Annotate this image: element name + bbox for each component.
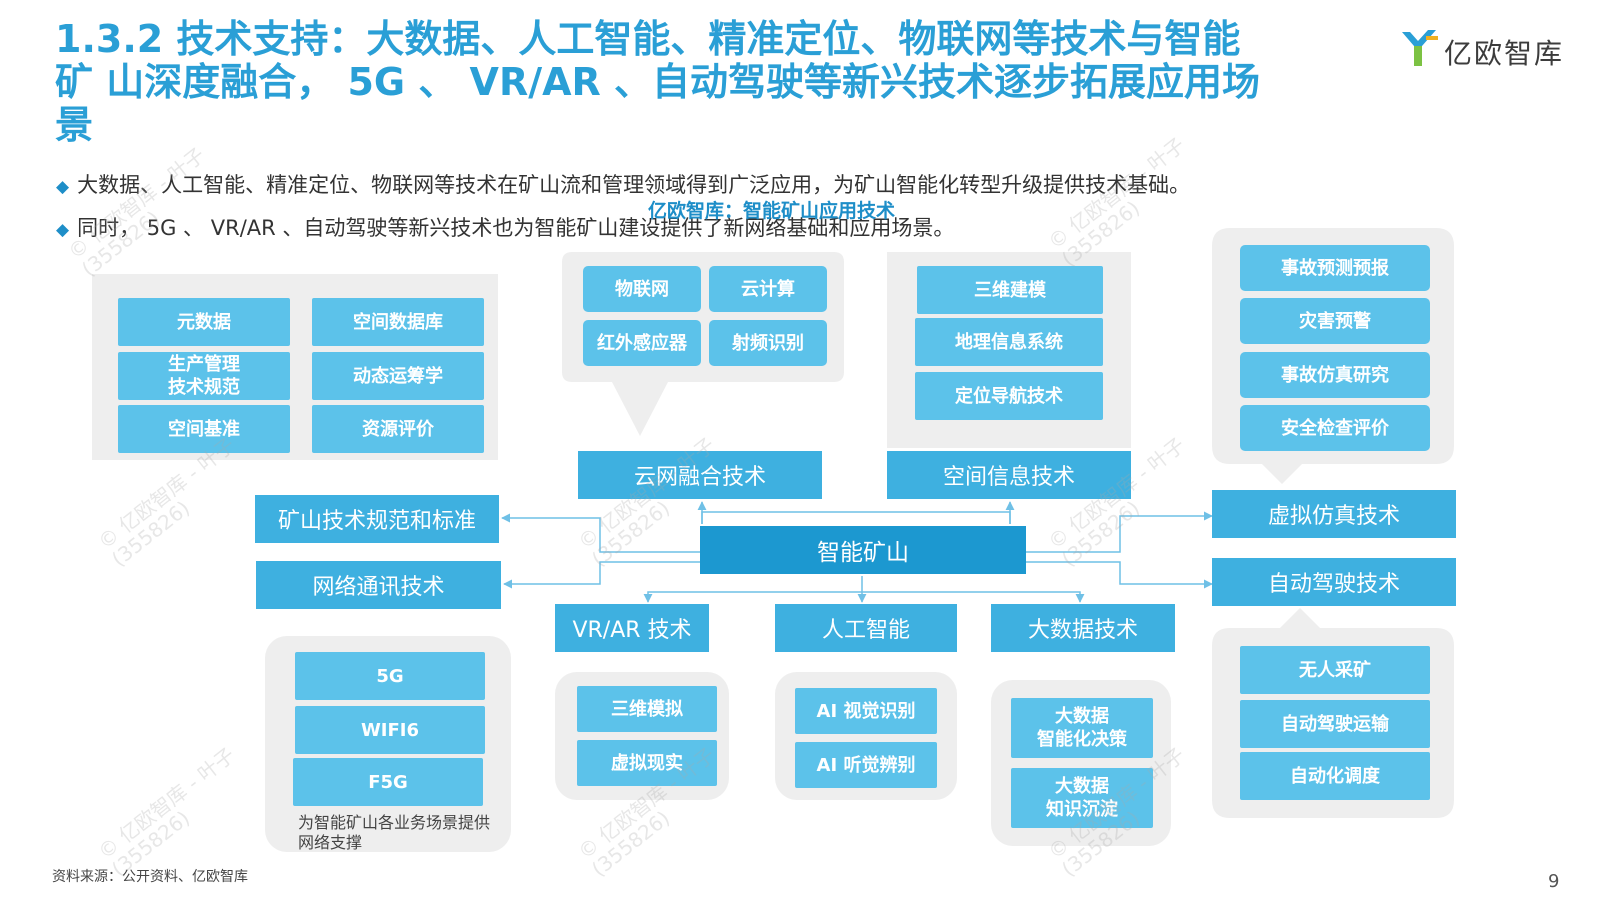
standards-node: 矿山技术规范和标准: [255, 495, 499, 543]
detail-iot: 物联网: [583, 266, 701, 312]
detail-f5g: F5G: [293, 758, 483, 806]
detail-autonomous-transport: 自动驾驶运输: [1240, 700, 1430, 748]
detail-resource-evaluation: 资源评价: [312, 405, 484, 453]
detail-automated-dispatch: 自动化调度: [1240, 752, 1430, 800]
detail-accident-simulation: 事故仿真研究: [1240, 352, 1430, 398]
ai-node: 人工智能: [775, 604, 957, 652]
logo-text: 亿欧智库: [1444, 37, 1565, 70]
detail-safety-inspection: 安全检查评价: [1240, 405, 1430, 451]
network-comm-node: 网络通讯技术: [256, 561, 501, 609]
logo-mark-icon: [1402, 30, 1438, 66]
detail-virtual-reality: 虚拟现实: [577, 740, 717, 786]
detail-cloud-computing: 云计算: [709, 266, 827, 312]
detail-ai-vision: AI 视觉识别: [795, 688, 937, 734]
detail-5g: 5G: [295, 652, 485, 700]
cloud-network-node: 云网融合技术: [578, 451, 822, 499]
detail-disaster-warning: 灾害预警: [1240, 298, 1430, 344]
detail-spatial-database: 空间数据库: [312, 298, 484, 346]
detail-positioning: 定位导航技术: [915, 372, 1103, 420]
source-note: 资料来源：公开资料、亿欧智库: [52, 869, 248, 885]
detail-rfid: 射频识别: [709, 320, 827, 366]
detail-production-spec: 生产管理 技术规范: [118, 352, 290, 400]
detail-wifi6: WIFI6: [295, 706, 485, 754]
bigdata-node: 大数据技术: [991, 604, 1175, 652]
page-title: 1.3.2 技术支持：大数据、人工智能、精准定位、物联网等技术与智能 矿 山深度…: [55, 17, 1260, 147]
bullet-1: ◆大数据、人工智能、精准定位、物联网等技术在矿山流和管理领域得到广泛应用，为矿山…: [56, 173, 1191, 197]
detail-3d-simulation: 三维模拟: [577, 686, 717, 732]
detail-gis: 地理信息系统: [915, 318, 1103, 366]
network-caption: 为智能矿山各业务场景提供网络支撑: [298, 813, 491, 852]
detail-unmanned-mining: 无人采矿: [1240, 646, 1430, 694]
spatial-info-node: 空间信息技术: [887, 451, 1131, 499]
bullet-2: ◆同时， 5G 、 VR/AR 、自动驾驶等新兴技术也为智能矿山建设提供了新网络…: [56, 216, 955, 240]
detail-bigdata-knowledge: 大数据 知识沉淀: [1011, 768, 1153, 828]
diamond-bullet-icon: ◆: [56, 177, 70, 197]
detail-dynamic-operations: 动态运筹学: [312, 352, 484, 400]
autonomous-node: 自动驾驶技术: [1212, 558, 1456, 606]
diamond-bullet-icon: ◆: [56, 220, 70, 240]
detail-3d-modeling: 三维建模: [917, 266, 1103, 314]
smart-mine-center: 智能矿山: [700, 526, 1026, 574]
page-number: 9: [1548, 871, 1560, 892]
detail-infrared-sensor: 红外感应器: [583, 320, 701, 366]
brand-logo: 亿欧智库: [1398, 26, 1568, 70]
detail-ai-audio: AI 听觉辨别: [795, 742, 937, 788]
diagram-title: 亿欧智库：智能矿山应用技术: [648, 200, 896, 222]
detail-metadata: 元数据: [118, 298, 290, 346]
vrar-node: VR/AR 技术: [555, 604, 709, 652]
detail-bigdata-decision: 大数据 智能化决策: [1011, 698, 1153, 758]
detail-spatial-datum: 空间基准: [118, 405, 290, 453]
detail-accident-forecast: 事故预测预报: [1240, 245, 1430, 291]
virtual-sim-node: 虚拟仿真技术: [1212, 490, 1456, 538]
